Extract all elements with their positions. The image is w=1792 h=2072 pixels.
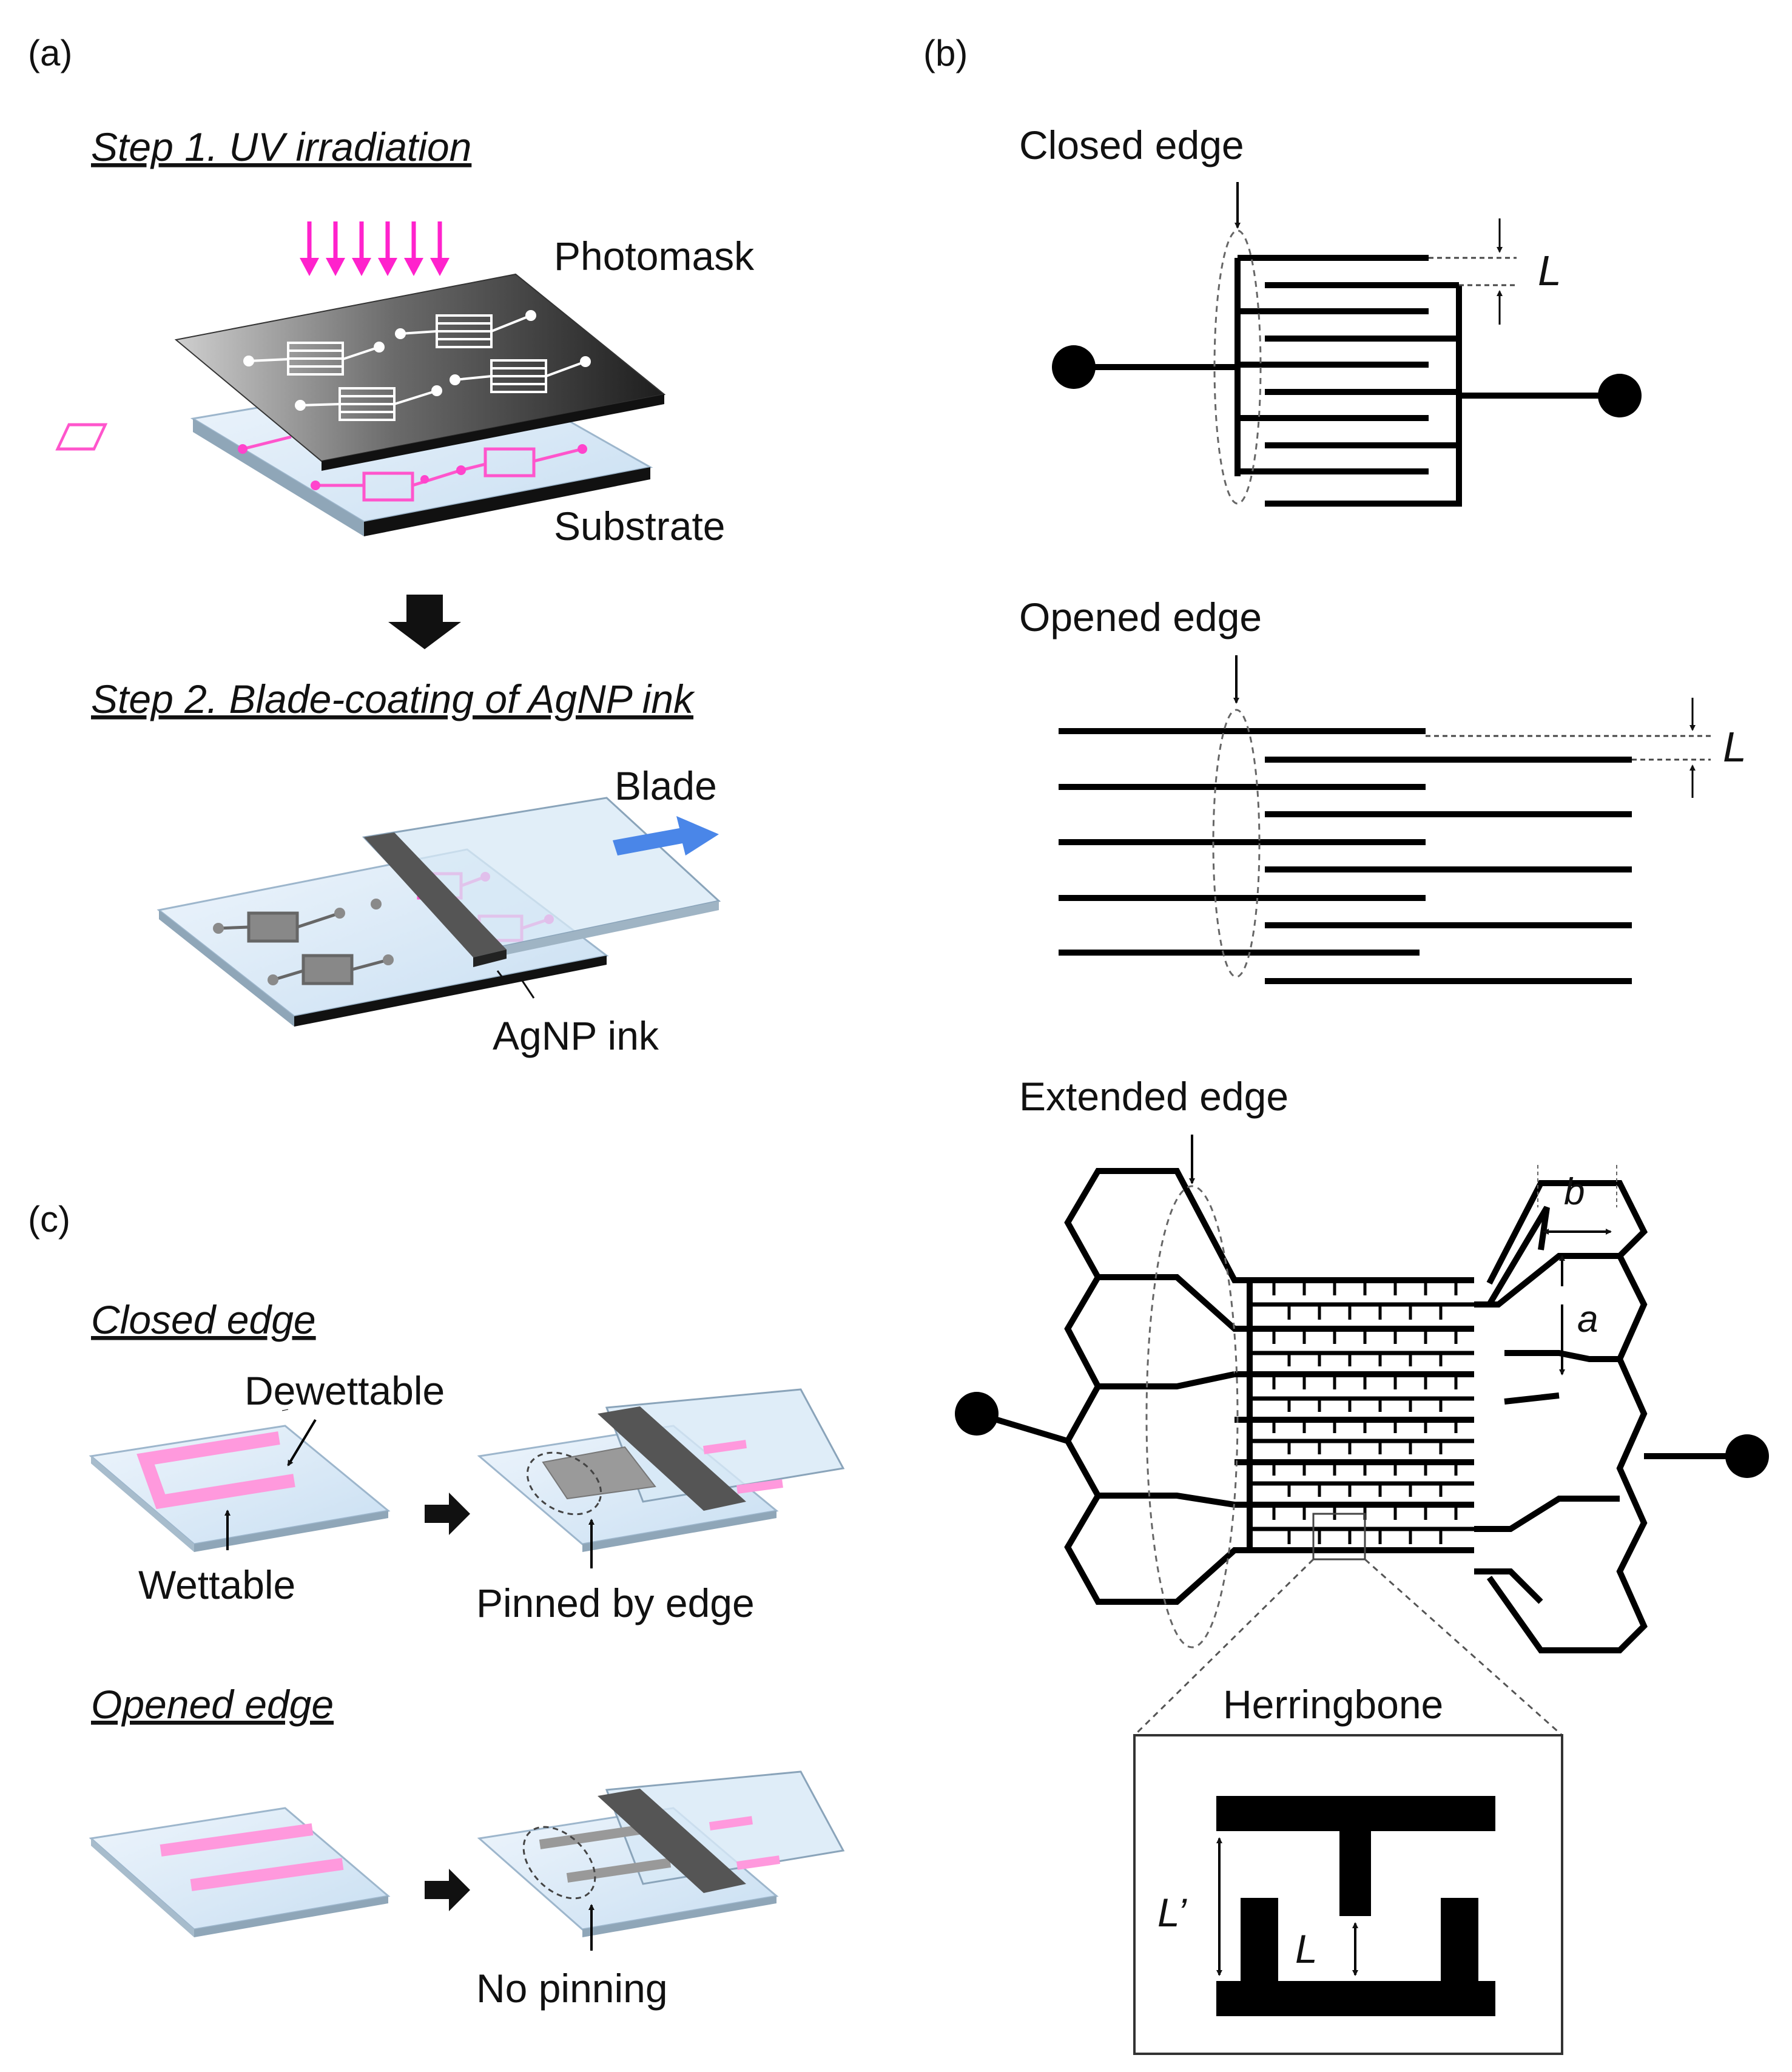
wettable-label: Wettable bbox=[138, 1562, 295, 1607]
no-pinning-label: No pinning bbox=[476, 1966, 668, 2011]
closed-step-arrow bbox=[425, 1493, 470, 1535]
opened-edge-highlight bbox=[1212, 709, 1261, 978]
photomask-plate bbox=[174, 273, 666, 471]
blade-direction-arrow bbox=[613, 816, 719, 855]
zoom-region bbox=[1312, 1513, 1366, 1561]
closed-left-pad bbox=[1052, 345, 1096, 389]
herringbone-L-label: L bbox=[1295, 1926, 1318, 1971]
dim-b-label: b bbox=[1564, 1171, 1585, 1213]
panel-a: (a) Step 1. UV irradiation bbox=[28, 33, 755, 1058]
extended-edge-title: Extended edge bbox=[1019, 1074, 1288, 1119]
herringbone-dimensions bbox=[1216, 1837, 1358, 1976]
agnp-ink-label: AgNP ink bbox=[493, 1013, 659, 1058]
extended-left-pad bbox=[955, 1392, 999, 1436]
closed-L-dimension bbox=[1429, 218, 1517, 325]
blade-label: Blade bbox=[615, 763, 717, 808]
extended-edge-electrode bbox=[975, 1168, 1747, 1653]
panel-a-label: (a) bbox=[28, 33, 72, 73]
photomask-label: Photomask bbox=[554, 234, 755, 278]
uv-arrows bbox=[300, 221, 450, 276]
opened-substrate bbox=[89, 1807, 391, 1937]
opened-L-label: L bbox=[1723, 723, 1747, 771]
closed-edge-highlight bbox=[1213, 229, 1262, 505]
panel-c: (c) Closed edge Dewettable Wettable Pinn… bbox=[28, 1199, 845, 2011]
opened-nopinning-illustration bbox=[477, 1770, 845, 1937]
L-prime-label: L’ bbox=[1157, 1890, 1187, 1935]
substrate-label: Substrate bbox=[554, 504, 726, 548]
opened-L-dimension bbox=[1426, 698, 1711, 798]
pinned-label: Pinned by edge bbox=[476, 1581, 755, 1625]
step1-title: Step 1. UV irradiation bbox=[91, 124, 471, 169]
panel-b: (b) Closed edge L bbox=[923, 33, 1769, 2055]
dim-a-label: a bbox=[1577, 1298, 1598, 1340]
panel-c-label: (c) bbox=[28, 1199, 70, 1240]
closed-edge-title: Closed edge bbox=[1019, 123, 1244, 167]
closed-substrate bbox=[89, 1425, 391, 1552]
c-opened-title: Opened edge bbox=[91, 1682, 334, 1727]
opened-edge-title: Opened edge bbox=[1019, 595, 1262, 639]
closed-edge-electrode bbox=[1074, 255, 1620, 507]
c-closed-title: Closed edge bbox=[91, 1297, 316, 1342]
blade-coating-illustration bbox=[157, 797, 721, 1027]
dewettable-pointer bbox=[287, 1419, 317, 1466]
closed-pinned-illustration bbox=[477, 1388, 845, 1552]
extended-right-pad bbox=[1725, 1434, 1769, 1478]
dewettable-label: Dewettable bbox=[244, 1368, 445, 1413]
extended-edge-highlight bbox=[1145, 1185, 1239, 1648]
closed-L-label: L bbox=[1538, 247, 1561, 294]
herringbone-title: Herringbone bbox=[1223, 1682, 1443, 1727]
hexagon-dimensions bbox=[1537, 1165, 1617, 1375]
panel-b-label: (b) bbox=[923, 33, 968, 73]
closed-right-pad bbox=[1598, 374, 1642, 417]
step2-title: Step 2. Blade-coating of AgNP ink bbox=[91, 677, 695, 721]
opened-edge-electrode bbox=[1059, 728, 1632, 984]
herringbone-detail bbox=[1216, 1796, 1495, 2016]
opened-step-arrow bbox=[425, 1869, 470, 1911]
process-down-arrow bbox=[388, 595, 461, 649]
herringbone-array bbox=[1250, 1280, 1474, 1544]
